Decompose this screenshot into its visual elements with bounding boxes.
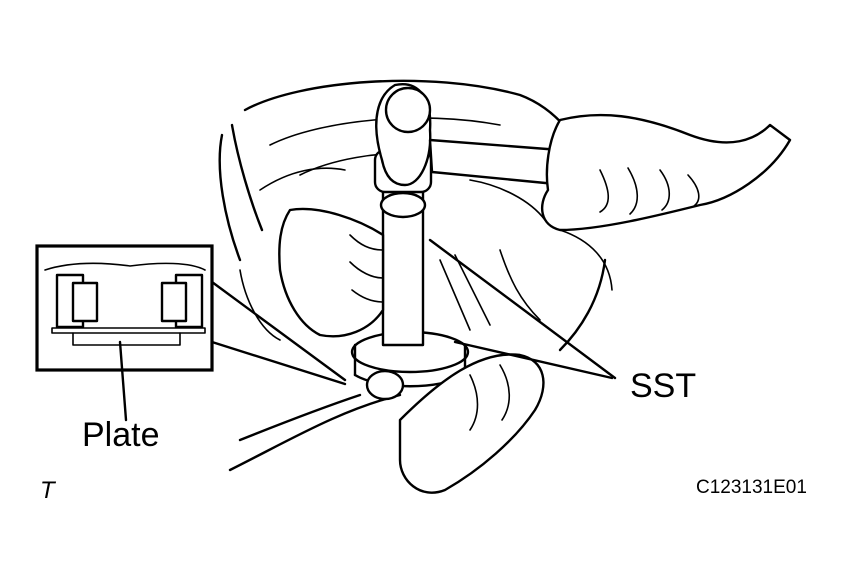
plate-label: Plate — [82, 416, 160, 454]
hand-icon — [540, 113, 792, 232]
corner-mark: T — [40, 477, 57, 504]
press-base — [350, 330, 470, 388]
left-hand — [278, 207, 385, 338]
hammer-icon — [375, 83, 568, 187]
figure-code: C123131E01 — [696, 477, 807, 498]
sst-label: SST — [630, 367, 696, 405]
bearing-detail-icon — [35, 244, 214, 372]
leader-lines — [118, 238, 617, 422]
lower-hand — [228, 353, 545, 494]
